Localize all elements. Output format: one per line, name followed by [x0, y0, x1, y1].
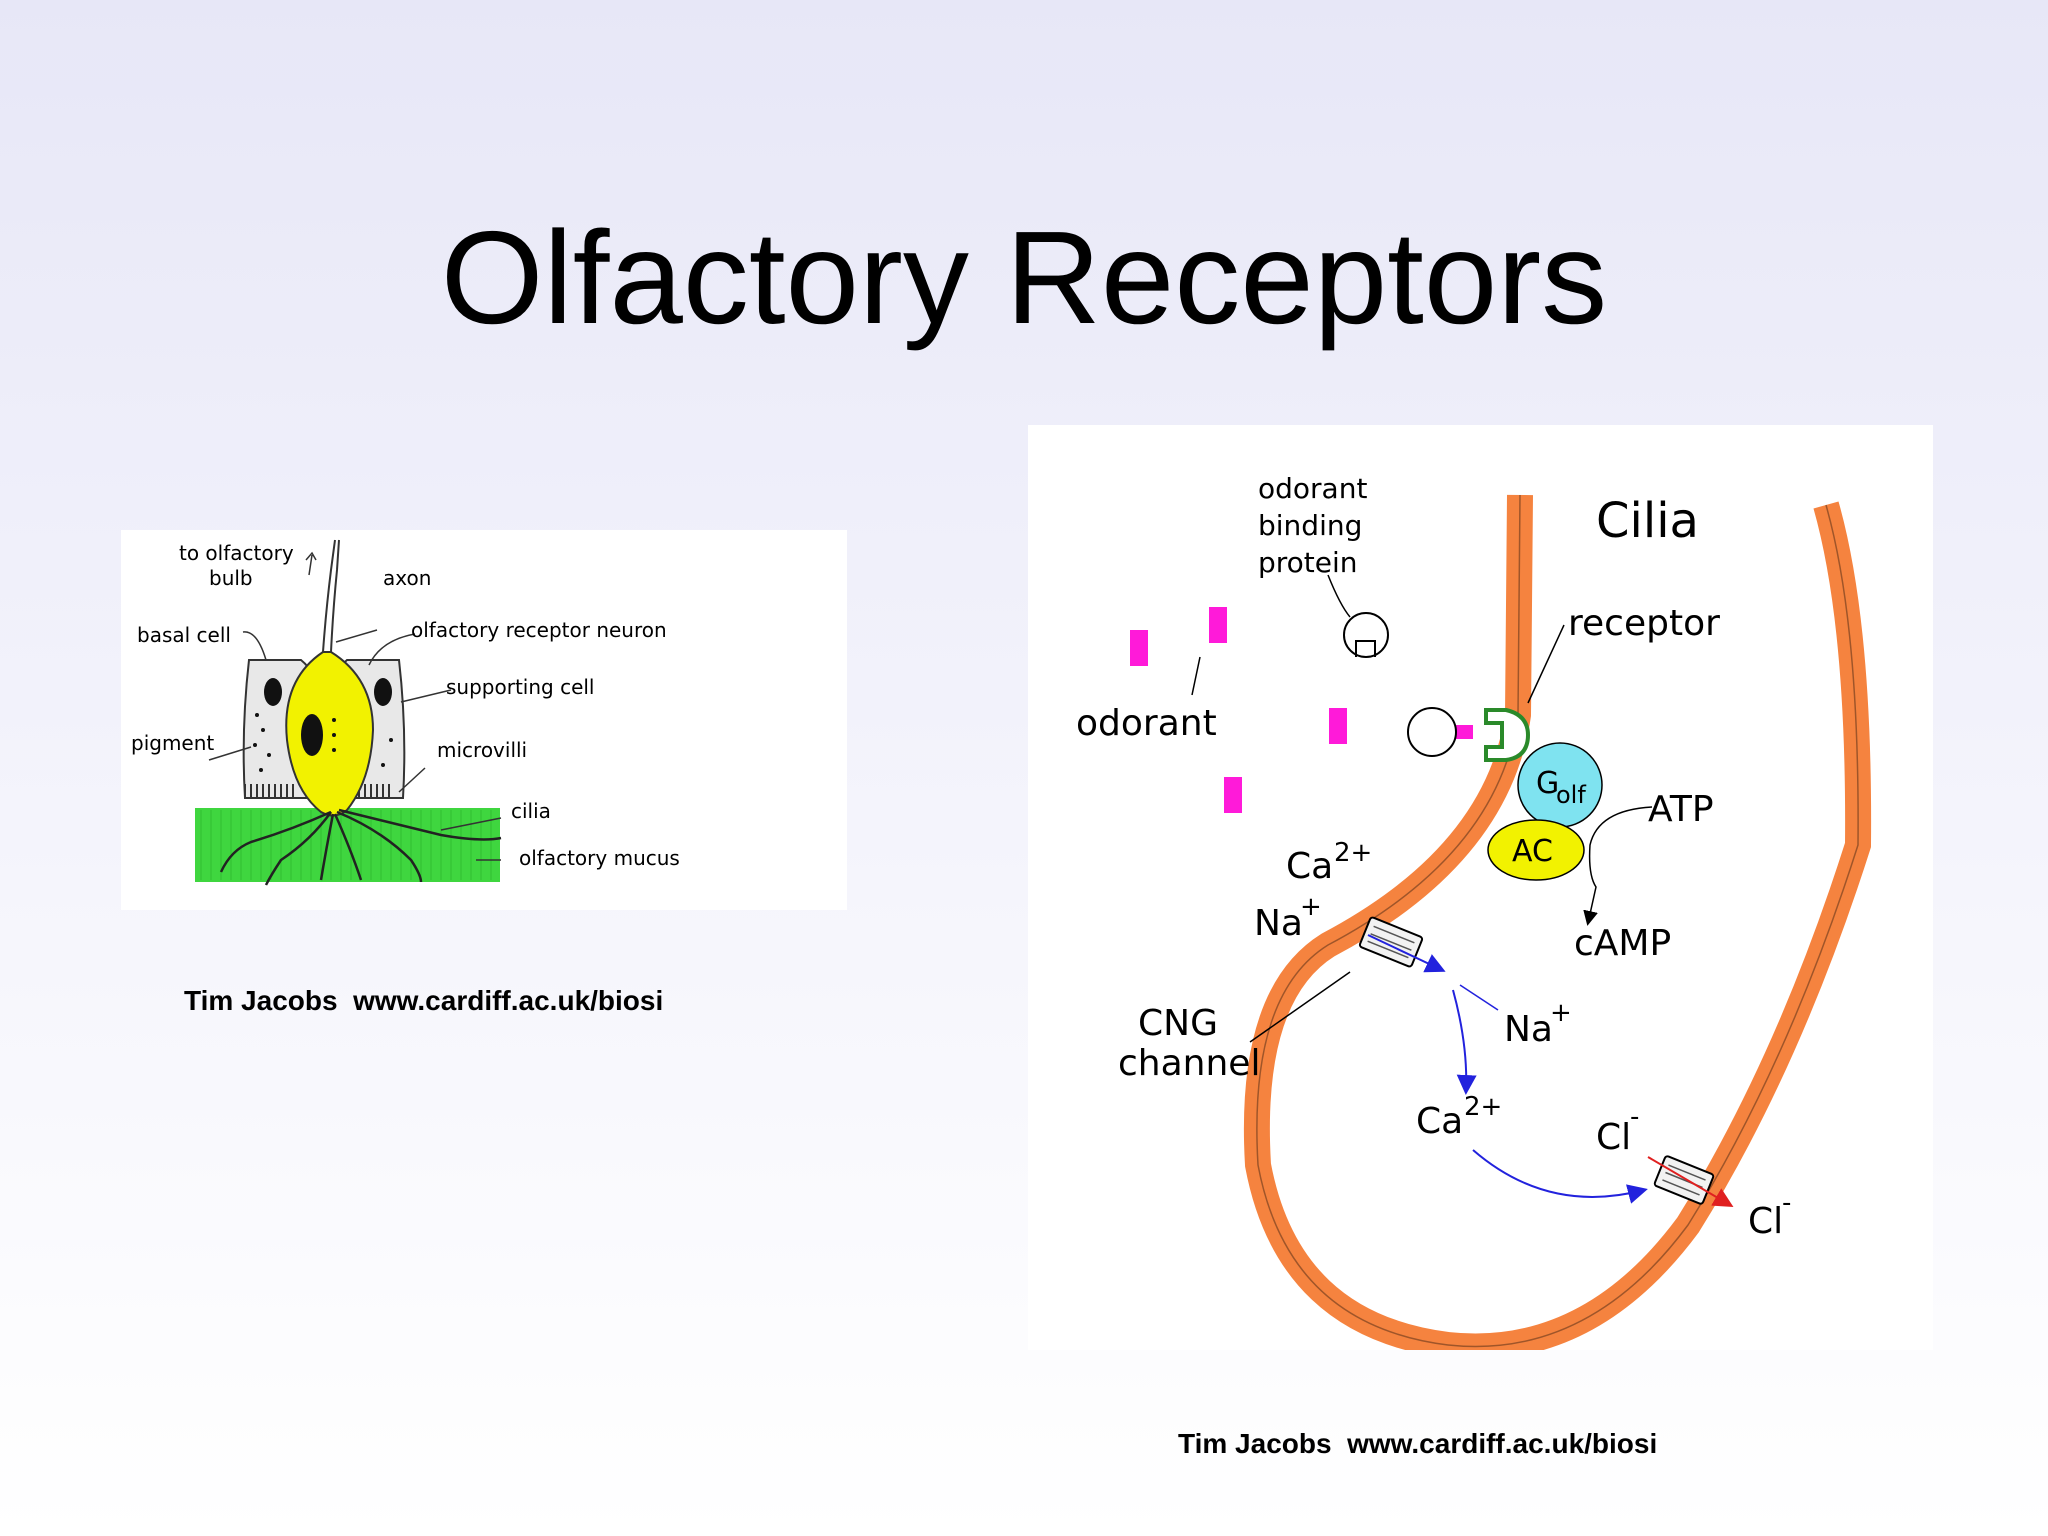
svg-text:Ca: Ca: [1286, 846, 1333, 887]
svg-text:microvilli: microvilli: [437, 738, 527, 762]
svg-text:Na: Na: [1504, 1009, 1553, 1050]
cl-channel-icon: [1653, 1155, 1715, 1205]
obp-circle-bound: [1407, 707, 1457, 757]
svg-text:channel: channel: [1118, 1043, 1260, 1084]
adenylate-cyclase: [1487, 819, 1585, 881]
svg-text:ATP: ATP: [1648, 789, 1714, 830]
cilia-transduction-diagram: odorant binding protein Cilia odorant re…: [1028, 425, 1933, 1360]
svg-text:pigment: pigment: [131, 731, 214, 755]
receptor-protein: [1484, 708, 1531, 762]
svg-text:-: -: [1782, 1188, 1791, 1218]
cilium-membrane: [1243, 494, 1872, 1360]
svg-text:axon: axon: [383, 566, 431, 590]
olfactory-epithelium-diagram: to olfactory bulb axon basal cell olfact…: [121, 530, 847, 910]
svg-text:cAMP: cAMP: [1574, 923, 1671, 964]
svg-text:supporting cell: supporting cell: [446, 675, 595, 699]
svg-text:Na: Na: [1254, 903, 1303, 944]
obp-circle-top: [1343, 612, 1389, 658]
svg-text:basal cell: basal cell: [137, 623, 231, 647]
svg-text:olfactory receptor neuron: olfactory receptor neuron: [411, 618, 667, 642]
svg-text:olfactory mucus: olfactory mucus: [519, 846, 680, 870]
svg-text:protein: protein: [1258, 546, 1358, 579]
svg-text:-: -: [1630, 1102, 1639, 1132]
credit-right: Tim Jacobs www.cardiff.ac.uk/biosi: [1178, 1428, 1658, 1459]
slide-title: Olfactory Receptors: [440, 204, 1608, 351]
svg-text:receptor: receptor: [1568, 603, 1720, 644]
svg-text:Cilia: Cilia: [1596, 493, 1699, 549]
svg-text:to olfactory: to olfactory: [179, 541, 294, 565]
svg-text:2+: 2+: [1334, 838, 1372, 868]
svg-text:binding: binding: [1258, 509, 1362, 542]
svg-text:+: +: [1300, 892, 1322, 922]
svg-text:CNG: CNG: [1138, 1003, 1218, 1044]
svg-text:odorant: odorant: [1258, 472, 1367, 505]
svg-text:2+: 2+: [1464, 1092, 1502, 1122]
svg-text:olf: olf: [1556, 781, 1586, 809]
svg-text:G: G: [1536, 766, 1559, 801]
svg-text:bulb: bulb: [209, 566, 253, 590]
svg-text:cilia: cilia: [511, 799, 551, 823]
svg-text:odorant: odorant: [1076, 703, 1217, 744]
odorant-molecules: [1130, 607, 1473, 813]
svg-text:AC: AC: [1512, 834, 1553, 869]
svg-text:Cl: Cl: [1596, 1117, 1631, 1158]
svg-text:Ca: Ca: [1416, 1101, 1463, 1142]
credit-left: Tim Jacobs www.cardiff.ac.uk/biosi: [184, 985, 664, 1016]
cng-channel-icon: [1358, 916, 1424, 968]
svg-text:+: +: [1550, 998, 1572, 1028]
svg-text:Cl: Cl: [1748, 1201, 1783, 1242]
